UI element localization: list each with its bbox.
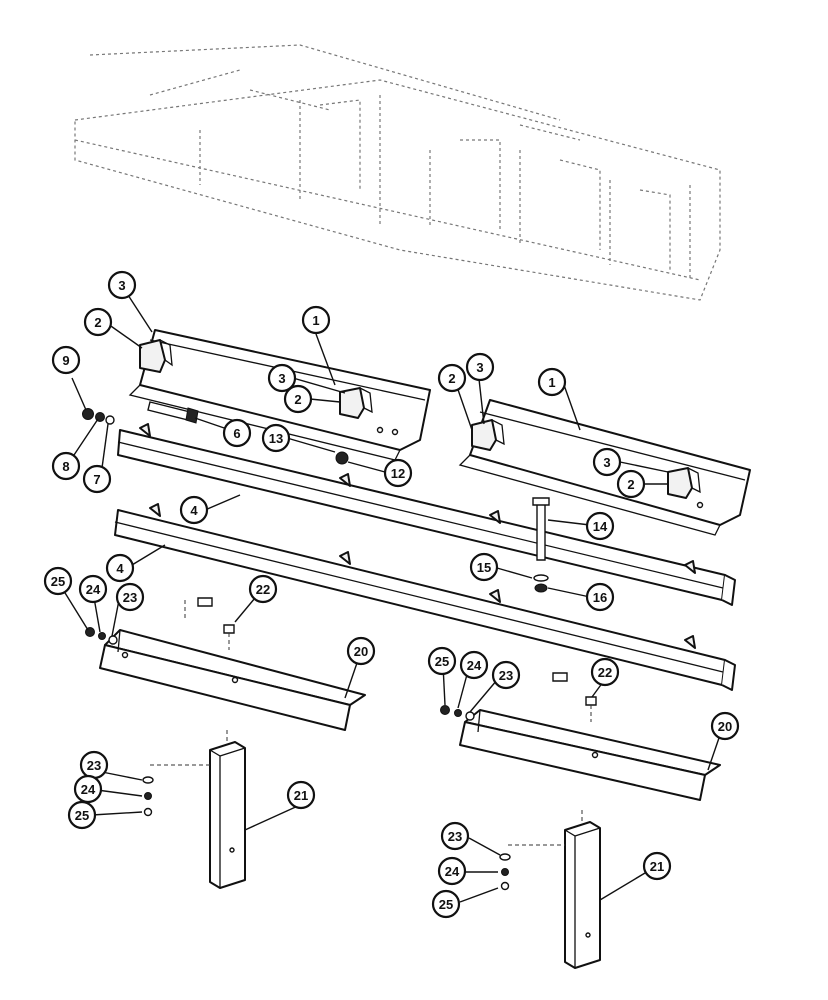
- machine-frame-ghost: [74, 44, 721, 301]
- svg-text:22: 22: [598, 665, 612, 680]
- callout-23-lower-left: 23: [79, 750, 109, 780]
- callout-25-upper-left: 25: [43, 566, 73, 596]
- svg-text:23: 23: [499, 668, 513, 683]
- callout-3-left-upper: 3: [107, 270, 137, 300]
- svg-text:8: 8: [62, 459, 69, 474]
- svg-text:3: 3: [278, 371, 285, 386]
- svg-text:21: 21: [650, 859, 664, 874]
- callout-7: 7: [82, 464, 112, 494]
- nut-13: [335, 451, 349, 465]
- svg-text:24: 24: [467, 658, 482, 673]
- callout-2-left-upper: 2: [83, 307, 113, 337]
- callout-3-right-upper: 3: [465, 352, 495, 382]
- svg-text:23: 23: [448, 829, 462, 844]
- callout-20-right: 20: [710, 711, 740, 741]
- base-plate-left: [99, 629, 366, 731]
- callout-22-left: 22: [248, 574, 278, 604]
- callout-6: 6: [222, 418, 252, 448]
- bolt-14-assembly: [532, 497, 550, 593]
- svg-text:2: 2: [294, 392, 301, 407]
- svg-text:12: 12: [391, 466, 405, 481]
- callout-14: 14: [585, 511, 615, 541]
- svg-text:7: 7: [93, 472, 100, 487]
- svg-text:22: 22: [256, 582, 270, 597]
- callout-22-right: 22: [590, 657, 620, 687]
- svg-text:1: 1: [548, 375, 555, 390]
- svg-text:25: 25: [439, 897, 453, 912]
- callout-8: 8: [51, 451, 81, 481]
- svg-text:25: 25: [435, 654, 449, 669]
- svg-text:3: 3: [476, 360, 483, 375]
- callout-24-upper-left: 24: [78, 574, 108, 604]
- leg-left: [209, 730, 246, 889]
- callout-4-upper: 4: [179, 495, 209, 525]
- callout-2-right-lower: 2: [616, 469, 646, 499]
- callout-21-right: 21: [642, 851, 672, 881]
- screws-22-right: [552, 672, 597, 722]
- hardware-stack-lower-left: [142, 764, 210, 817]
- callout-12: 12: [383, 458, 413, 488]
- channel-rail-lower: [114, 503, 736, 691]
- svg-text:24: 24: [445, 864, 460, 879]
- bracket-right-1: [471, 419, 505, 451]
- callout-21-left: 21: [286, 780, 316, 810]
- svg-text:6: 6: [233, 426, 240, 441]
- bracket-left-2: [339, 387, 373, 419]
- callout-24-lower-right: 24: [437, 856, 467, 886]
- svg-text:25: 25: [75, 808, 89, 823]
- callout-25-upper-right: 25: [427, 646, 457, 676]
- svg-text:20: 20: [354, 644, 368, 659]
- hardware-7-8-9: [82, 408, 115, 425]
- callout-25-lower-right: 25: [431, 889, 461, 919]
- leg-right: [564, 810, 601, 969]
- callout-1-right: 1: [537, 367, 567, 397]
- callout-2-left-lower: 2: [283, 384, 313, 414]
- bolt-6: [147, 401, 199, 424]
- svg-text:13: 13: [269, 431, 283, 446]
- svg-text:9: 9: [62, 353, 69, 368]
- callout-24-upper-right: 24: [459, 650, 489, 680]
- svg-text:23: 23: [123, 590, 137, 605]
- callout-3-right-lower: 3: [592, 447, 622, 477]
- callout-9: 9: [51, 345, 81, 375]
- svg-text:25: 25: [51, 574, 65, 589]
- svg-text:4: 4: [190, 503, 198, 518]
- svg-text:23: 23: [87, 758, 101, 773]
- callout-25-lower-left: 25: [67, 800, 97, 830]
- callout-1-left: 1: [301, 305, 331, 335]
- svg-text:3: 3: [603, 455, 610, 470]
- svg-text:16: 16: [593, 590, 607, 605]
- callout-23-upper-left: 23: [115, 582, 145, 612]
- svg-text:15: 15: [477, 560, 491, 575]
- callout-24-lower-left: 24: [73, 774, 103, 804]
- svg-text:2: 2: [627, 477, 634, 492]
- hardware-stack-lower-right: [499, 844, 565, 891]
- callout-20-left: 20: [346, 636, 376, 666]
- callout-13: 13: [261, 423, 291, 453]
- hardware-stack-upper-right: [440, 705, 475, 721]
- callout-4-lower: 4: [105, 553, 135, 583]
- svg-text:24: 24: [81, 782, 96, 797]
- svg-text:4: 4: [116, 561, 124, 576]
- bracket-left-1: [139, 339, 173, 373]
- svg-text:2: 2: [94, 315, 101, 330]
- svg-text:20: 20: [718, 719, 732, 734]
- svg-text:3: 3: [118, 278, 125, 293]
- svg-text:24: 24: [86, 582, 101, 597]
- bracket-right-2: [667, 467, 701, 499]
- screws-22-left: [184, 597, 235, 650]
- channel-rail-upper: [117, 423, 736, 606]
- svg-text:1: 1: [312, 313, 319, 328]
- callout-16: 16: [585, 582, 615, 612]
- base-plate-right: [459, 709, 721, 801]
- callout-23-lower-right: 23: [440, 821, 470, 851]
- callout-3-left-lower: 3: [267, 363, 297, 393]
- svg-text:2: 2: [448, 371, 455, 386]
- svg-text:21: 21: [294, 788, 308, 803]
- callout-15: 15: [469, 552, 499, 582]
- callout-23-upper-right: 23: [491, 660, 521, 690]
- svg-text:14: 14: [593, 519, 608, 534]
- callout-2-right-upper: 2: [437, 363, 467, 393]
